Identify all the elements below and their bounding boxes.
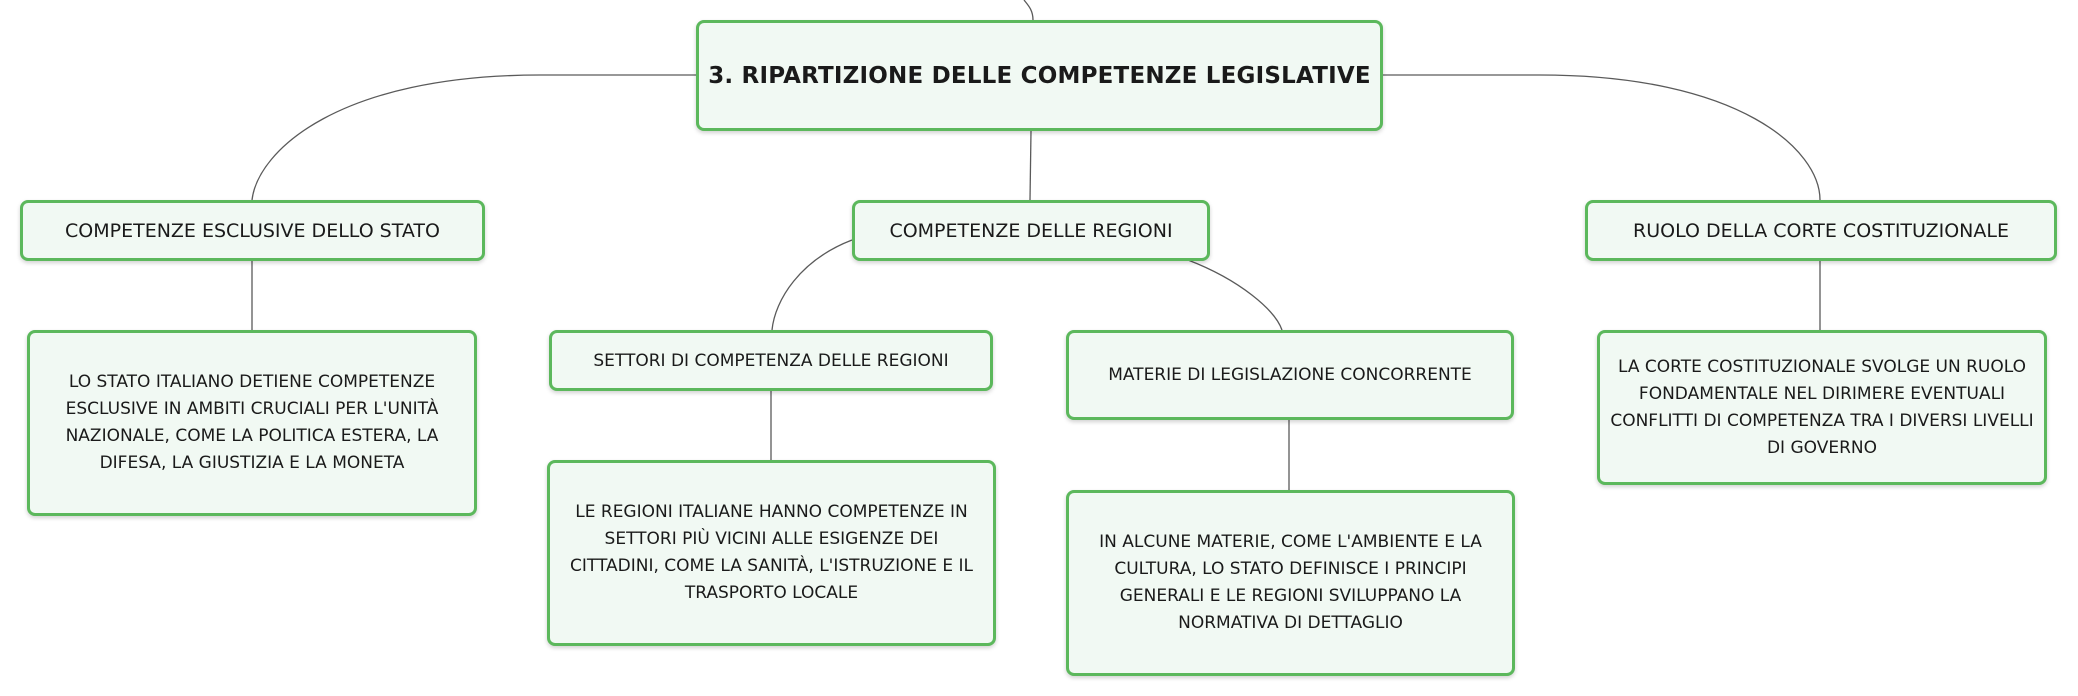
- topic-legislazione-concorrente[interactable]: MATERIE DI LEGISLAZIONE CONCORRENTE: [1066, 330, 1514, 420]
- topic-settori-regioni[interactable]: SETTORI DI COMPETENZA DELLE REGIONI: [549, 330, 993, 391]
- topic-competenze-stato[interactable]: COMPETENZE ESCLUSIVE DELLO STATO: [20, 200, 485, 261]
- root-topic-label: 3. RIPARTIZIONE DELLE COMPETENZE LEGISLA…: [708, 62, 1371, 89]
- topic-label: COMPETENZE ESCLUSIVE DELLO STATO: [65, 219, 440, 242]
- topic-label: SETTORI DI COMPETENZA DELLE REGIONI: [593, 350, 949, 371]
- connector-regioni-materie: [1187, 259, 1283, 331]
- topic-competenze-regioni[interactable]: COMPETENZE DELLE REGIONI: [852, 200, 1210, 261]
- connector-regioni-settori: [771, 239, 853, 331]
- description-text: LO STATO ITALIANO DETIENE COMPETENZE ESC…: [65, 372, 439, 473]
- description-concorrente[interactable]: IN ALCUNE MATERIE, COME L'AMBIENTE E LA …: [1066, 490, 1515, 676]
- description-settori[interactable]: LE REGIONI ITALIANE HANNO COMPETENZE IN …: [547, 460, 996, 646]
- root-topic[interactable]: 3. RIPARTIZIONE DELLE COMPETENZE LEGISLA…: [696, 20, 1383, 131]
- connector-root-corte: [1383, 74, 1821, 201]
- description-stato[interactable]: LO STATO ITALIANO DETIENE COMPETENZE ESC…: [27, 330, 477, 516]
- description-text: LE REGIONI ITALIANE HANNO COMPETENZE IN …: [569, 502, 974, 603]
- topic-label: COMPETENZE DELLE REGIONI: [889, 219, 1173, 242]
- connector-root-parent: [1023, 0, 1034, 21]
- topic-label: MATERIE DI LEGISLAZIONE CONCORRENTE: [1108, 365, 1472, 385]
- description-corte[interactable]: LA CORTE COSTITUZIONALE SVOLGE UN RUOLO …: [1597, 330, 2047, 485]
- description-text: IN ALCUNE MATERIE, COME L'AMBIENTE E LA …: [1099, 532, 1482, 633]
- connector-root-stato: [251, 74, 696, 201]
- description-text: LA CORTE COSTITUZIONALE SVOLGE UN RUOLO …: [1610, 356, 2034, 458]
- topic-corte-costituzionale[interactable]: RUOLO DELLA CORTE COSTITUZIONALE: [1585, 200, 2057, 261]
- connector-root-regioni: [1029, 130, 1032, 201]
- topic-label: RUOLO DELLA CORTE COSTITUZIONALE: [1633, 219, 2009, 242]
